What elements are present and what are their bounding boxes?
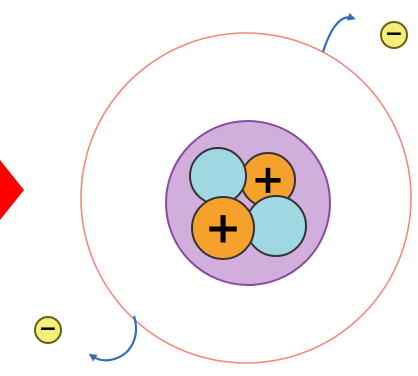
neutron: [246, 196, 306, 256]
electron-escaping-bottom-left: −: [35, 317, 61, 344]
curved-arrow-icon: [323, 17, 352, 52]
proton-sign: +: [205, 203, 242, 254]
proton: +: [192, 197, 254, 259]
incoming-red-arrow-icon: [0, 160, 24, 220]
neutron: [190, 148, 246, 204]
nucleus: + +: [166, 121, 330, 285]
nucleus-boundary: [166, 121, 330, 285]
electron-sign: −: [385, 22, 403, 47]
electron-escaping-top-right: −: [381, 22, 407, 49]
curved-arrow-icon: [92, 316, 136, 360]
electron-sign: −: [39, 317, 57, 342]
